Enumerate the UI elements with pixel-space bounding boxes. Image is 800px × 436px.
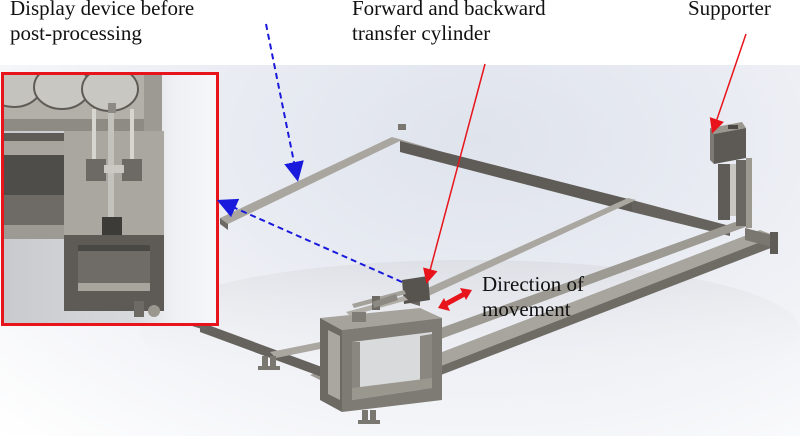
label-supporter: Supporter: [688, 0, 771, 21]
label-transfer-cylinder: Forward and backward transfer cylinder: [352, 0, 546, 46]
carriage-table: [320, 308, 442, 412]
label-display-device-line2: post-processing: [10, 21, 142, 45]
transfer-cylinder: [346, 276, 430, 322]
callout-display-to-rail: [265, 23, 304, 182]
inset-zoom-view: [1, 72, 219, 326]
callout-cylinder-to-inset: [216, 198, 403, 283]
label-display-device-line1: Display device before: [10, 0, 195, 20]
inset-cylinder-detail: [4, 75, 164, 317]
label-cylinder-line2: transfer cylinder: [352, 21, 491, 45]
label-direction-of-movement: Direction of movement: [482, 272, 584, 322]
callout-cylinder: [423, 63, 486, 284]
callout-supporter: [709, 33, 747, 134]
label-cylinder-line1: Forward and backward: [352, 0, 546, 20]
supporter-block: [710, 122, 752, 228]
direction-double-arrow-icon: [438, 288, 472, 311]
label-direction-line2: movement: [482, 297, 571, 321]
label-direction-line1: Direction of: [482, 272, 585, 296]
label-supporter-line1: Supporter: [688, 0, 771, 20]
label-display-device: Display device before post-processing: [10, 0, 194, 46]
